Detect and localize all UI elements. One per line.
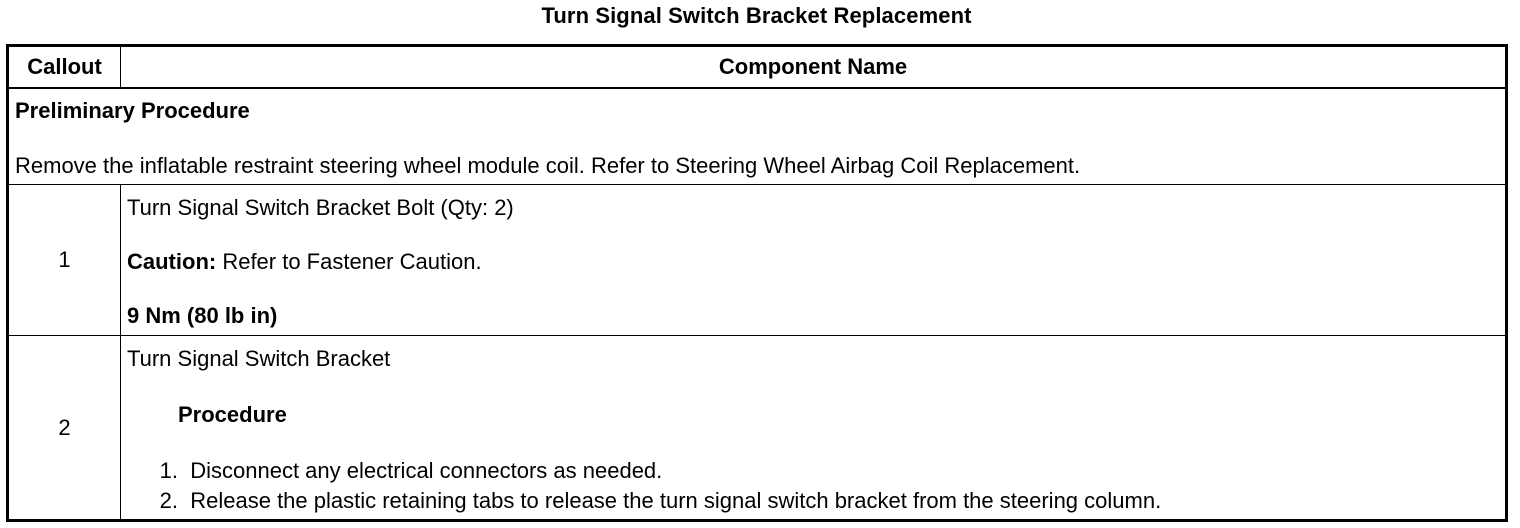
table-header-row: Callout Component Name — [7, 45, 1507, 89]
step-number: 2. — [159, 488, 178, 513]
callout-number: 2 — [7, 335, 121, 521]
caution-note: Caution: Refer to Fastener Caution. — [127, 249, 1499, 275]
component-name: Turn Signal Switch Bracket — [127, 346, 391, 371]
step-number: 1. — [159, 458, 178, 483]
preliminary-text: Remove the inflatable restraint steering… — [15, 153, 1081, 178]
procedure-steps: 1. Disconnect any electrical connectors … — [127, 456, 1499, 516]
component-column-header: Component Name — [120, 45, 1507, 89]
component-name: Turn Signal Switch Bracket Bolt (Qty: 2) — [127, 195, 514, 220]
component-cell: Turn Signal Switch Bracket Procedure 1. … — [120, 335, 1507, 521]
preliminary-row: Preliminary Procedure Remove the inflata… — [7, 87, 1507, 185]
caution-text: Refer to Fastener Caution. — [216, 249, 482, 274]
table-row: 1 Turn Signal Switch Bracket Bolt (Qty: … — [7, 184, 1507, 336]
step-text: Release the plastic retaining tabs to re… — [178, 486, 1161, 516]
preliminary-heading: Preliminary Procedure — [15, 98, 250, 123]
torque-spec: 9 Nm (80 lb in) — [127, 303, 278, 328]
callout-number: 1 — [7, 184, 121, 336]
preliminary-cell: Preliminary Procedure Remove the inflata… — [7, 87, 1507, 185]
list-item: 2. Release the plastic retaining tabs to… — [127, 486, 1499, 516]
list-item: 1. Disconnect any electrical connectors … — [127, 456, 1499, 486]
page-title: Turn Signal Switch Bracket Replacement — [541, 3, 972, 28]
component-table: Callout Component Name Preliminary Proce… — [6, 44, 1508, 522]
caution-label: Caution: — [127, 249, 217, 274]
step-text-value: Disconnect any electrical connectors as … — [190, 458, 663, 483]
procedure-heading: Procedure — [178, 402, 287, 427]
step-text: Disconnect any electrical connectors as … — [178, 456, 662, 486]
table-row: 2 Turn Signal Switch Bracket Procedure 1… — [7, 335, 1507, 521]
callout-column-header: Callout — [7, 45, 121, 89]
step-text-value: Release the plastic retaining tabs to re… — [190, 488, 1162, 513]
component-cell: Turn Signal Switch Bracket Bolt (Qty: 2)… — [120, 184, 1507, 336]
